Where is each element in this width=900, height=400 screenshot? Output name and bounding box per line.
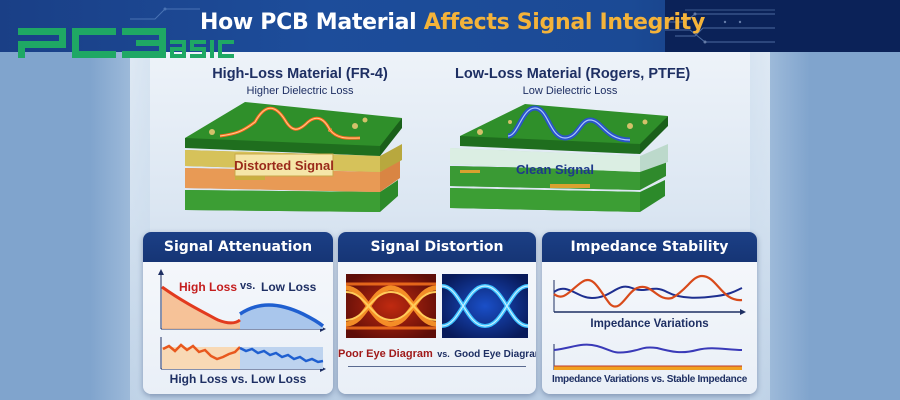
high-loss-material-subtitle: Higher Dielectric Loss bbox=[246, 85, 354, 97]
impedance-chart bbox=[553, 274, 746, 370]
impedance-stability-card: Impedance Stability Impedance Variations… bbox=[542, 232, 757, 394]
impedance-variations-caption: Impedance Variations bbox=[590, 318, 709, 330]
poor-eye-label: Poor Eye Diagram bbox=[338, 348, 433, 360]
attenuation-caption: High Loss vs. Low Loss bbox=[169, 372, 307, 386]
vs-label: vs. bbox=[240, 280, 256, 292]
signal-attenuation-card: Signal Attenuation High Loss vs. Low Los… bbox=[143, 232, 333, 394]
title-part-accent: Affects Signal Integrity bbox=[423, 10, 706, 35]
pcbasic-logo: PCBasic bbox=[18, 24, 234, 58]
card-title: Signal Distortion bbox=[338, 232, 536, 262]
eye-diagram-caption: Poor Eye Diagram vs. Good Eye Diagram bbox=[338, 344, 536, 362]
poor-eye-diagram bbox=[346, 274, 436, 338]
vs-label: vs. bbox=[437, 349, 450, 359]
attenuation-chart bbox=[158, 269, 326, 372]
impedance-comparison-caption: Impedance Variations vs. Stable Impedanc… bbox=[551, 374, 747, 385]
svg-text:PCBasic: PCBasic bbox=[18, 24, 22, 25]
page-title: How PCB Material Affects Signal Integrit… bbox=[200, 10, 705, 44]
divider bbox=[348, 366, 526, 367]
low-loss-material-title: Low-Loss Material (Rogers, PTFE) bbox=[455, 66, 691, 82]
svg-text:Clean Signal: Clean Signal bbox=[516, 162, 594, 177]
good-eye-diagram bbox=[442, 274, 528, 338]
high-loss-pcb-board: Distorted Signal bbox=[185, 102, 402, 212]
low-loss-pcb-board: Clean Signal bbox=[450, 104, 668, 212]
card-title: Signal Attenuation bbox=[143, 232, 333, 262]
high-loss-material-title: High-Loss Material (FR-4) bbox=[212, 66, 388, 82]
circuit-trace-icon bbox=[665, 9, 775, 44]
low-loss-label: Low Loss bbox=[261, 280, 317, 294]
high-loss-label: High Loss bbox=[179, 280, 238, 294]
title-part-white: How PCB Material bbox=[200, 10, 424, 35]
good-eye-label: Good Eye Diagram bbox=[454, 349, 536, 360]
low-loss-material-subtitle: Low Dielectric Loss bbox=[522, 85, 618, 97]
circuit-trace-icon bbox=[130, 7, 200, 20]
header-dark-region bbox=[665, 0, 900, 52]
svg-text:Distorted Signal: Distorted Signal bbox=[234, 158, 334, 173]
card-title: Impedance Stability bbox=[542, 232, 757, 262]
signal-distortion-card: Signal Distortion Poor Eye Diagram bbox=[338, 232, 536, 394]
